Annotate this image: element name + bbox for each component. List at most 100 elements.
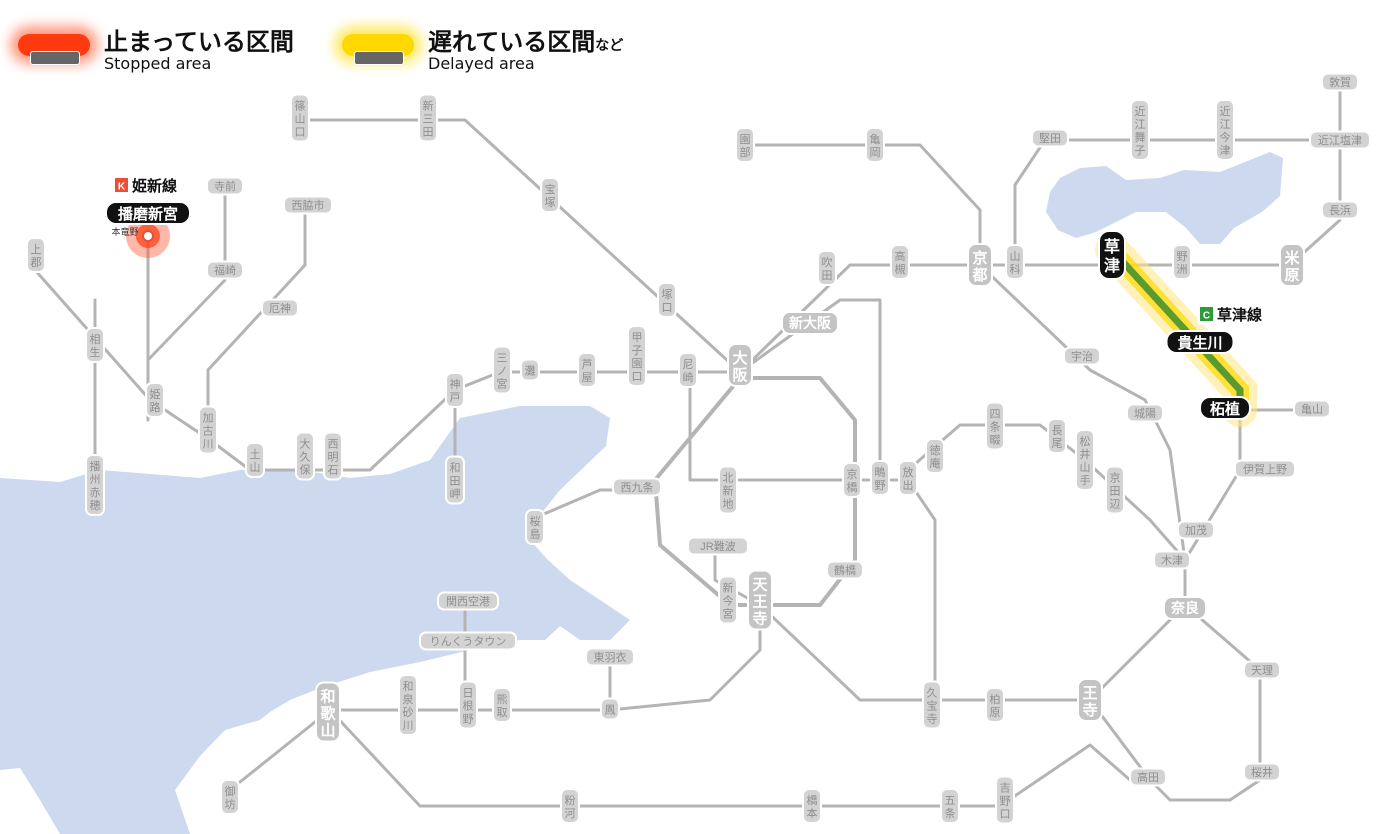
svg-text:木津: 木津	[1161, 554, 1183, 567]
svg-text:井: 井	[1080, 447, 1091, 461]
station-kokawa: 粉河	[560, 788, 580, 824]
station-kamigori: 上郡	[26, 237, 46, 273]
svg-text:野: 野	[875, 479, 886, 492]
svg-text:口: 口	[632, 371, 643, 383]
station-nara: 奈良	[1163, 596, 1207, 620]
svg-text:京: 京	[847, 467, 858, 481]
svg-text:柘植: 柘植	[1210, 400, 1240, 418]
station-wakayama: 和歌山	[315, 681, 341, 743]
station-uji: 宇治	[1063, 346, 1101, 366]
svg-text:C: C	[1203, 311, 1210, 322]
svg-text:尼: 尼	[683, 358, 694, 371]
svg-text:西: 西	[328, 439, 339, 451]
station-tsuge-affected: 柘植	[1199, 396, 1251, 420]
svg-text:高: 高	[895, 249, 906, 263]
svg-text:長浜: 長浜	[1329, 204, 1351, 217]
svg-text:吉: 吉	[1000, 782, 1011, 795]
svg-text:野: 野	[1177, 250, 1188, 263]
station-doyama: 土山	[245, 442, 265, 478]
station-tenri: 天理	[1243, 660, 1281, 680]
svg-text:三: 三	[423, 114, 434, 126]
svg-text:山: 山	[1010, 250, 1021, 263]
station-kyoto: 京都	[967, 243, 993, 287]
svg-text:姫新線: 姫新線	[132, 177, 177, 195]
svg-text:長: 長	[1052, 424, 1063, 437]
svg-text:天: 天	[752, 577, 768, 594]
svg-text:出: 出	[903, 478, 914, 492]
bay-left-lobe	[0, 768, 60, 834]
station-maibara: 米原	[1279, 243, 1305, 287]
svg-text:津: 津	[1220, 144, 1231, 157]
svg-text:灘: 灘	[525, 365, 536, 378]
svg-text:四: 四	[990, 409, 1001, 421]
svg-text:橋: 橋	[847, 480, 858, 494]
svg-text:歌: 歌	[320, 705, 336, 723]
svg-text:岬: 岬	[450, 488, 461, 501]
station-katata: 堅田	[1031, 128, 1069, 148]
svg-text:新: 新	[423, 99, 434, 113]
svg-text:加: 加	[203, 412, 214, 425]
svg-text:路: 路	[150, 401, 161, 414]
station-shinimamiya: 新今宮	[718, 575, 738, 625]
svg-text:田: 田	[450, 476, 461, 488]
svg-text:槻: 槻	[895, 263, 906, 276]
station-oji: 王寺	[1077, 678, 1103, 722]
station-kobe: 神戸	[445, 372, 465, 408]
svg-text:手: 手	[1080, 473, 1091, 487]
svg-text:本: 本	[807, 806, 818, 820]
legend-stopped-swatch	[18, 34, 90, 65]
station-terasaki: 寺前	[206, 176, 244, 196]
svg-text:保: 保	[300, 463, 311, 477]
svg-text:塚: 塚	[545, 196, 556, 209]
station-kibukawa-affected: 貴生川	[1165, 330, 1235, 354]
svg-text:古: 古	[203, 425, 214, 438]
station-higashihagoromo: 東羽衣	[585, 647, 635, 667]
svg-text:子: 子	[632, 344, 643, 357]
svg-text:畷: 畷	[990, 434, 1001, 447]
svg-text:敦賀: 敦賀	[1329, 75, 1351, 89]
svg-text:今: 今	[1220, 130, 1231, 144]
svg-text:寺: 寺	[752, 610, 767, 628]
station-otori: 鳳	[600, 697, 620, 721]
svg-text:奈良: 奈良	[1170, 600, 1199, 616]
station-aioi: 相生	[85, 327, 105, 363]
station-amagasaki: 尼崎	[678, 352, 698, 388]
station-okubo: 大久保	[295, 431, 315, 481]
svg-text:塚: 塚	[662, 288, 673, 301]
svg-text:新: 新	[723, 484, 734, 498]
svg-text:新大阪: 新大阪	[789, 315, 832, 331]
station-takada: 高田	[1129, 767, 1167, 787]
svg-text:宇治: 宇治	[1071, 349, 1093, 363]
station-kyobashi: 京橋	[842, 462, 862, 498]
svg-text:桜: 桜	[530, 514, 541, 528]
svg-text:王: 王	[752, 594, 767, 611]
svg-text:明: 明	[328, 451, 339, 464]
station-nada: 灘	[520, 358, 540, 382]
station-yamashina: 山科	[1005, 244, 1025, 280]
svg-text:西九条: 西九条	[621, 480, 654, 494]
station-kamo_tokuan: 徳庵	[925, 438, 945, 474]
svg-text:根: 根	[463, 699, 474, 713]
svg-text:宝: 宝	[927, 699, 938, 713]
svg-text:山: 山	[320, 723, 335, 740]
svg-text:尾: 尾	[1052, 437, 1063, 450]
svg-text:りんくうタウン: りんくうタウン	[430, 635, 507, 648]
svg-text:郡: 郡	[31, 256, 42, 269]
station-kitashinchi: 北新地	[718, 465, 738, 515]
svg-text:福崎: 福崎	[214, 263, 236, 277]
station-himeji: 姫路	[145, 382, 165, 418]
station-kansaiairport: 関西空港	[437, 591, 499, 611]
svg-text:相: 相	[90, 333, 101, 346]
svg-text:辺: 辺	[1110, 498, 1121, 511]
svg-text:寺: 寺	[1082, 701, 1097, 719]
svg-text:近: 近	[1135, 105, 1146, 118]
svg-text:日: 日	[463, 688, 474, 700]
svg-text:赤: 赤	[90, 486, 101, 499]
svg-text:宮: 宮	[497, 377, 508, 391]
legend-stopped-label-en: Stopped area	[104, 54, 212, 73]
svg-text:亀山: 亀山	[1301, 402, 1323, 416]
legend-delayed-swatch	[342, 34, 414, 65]
